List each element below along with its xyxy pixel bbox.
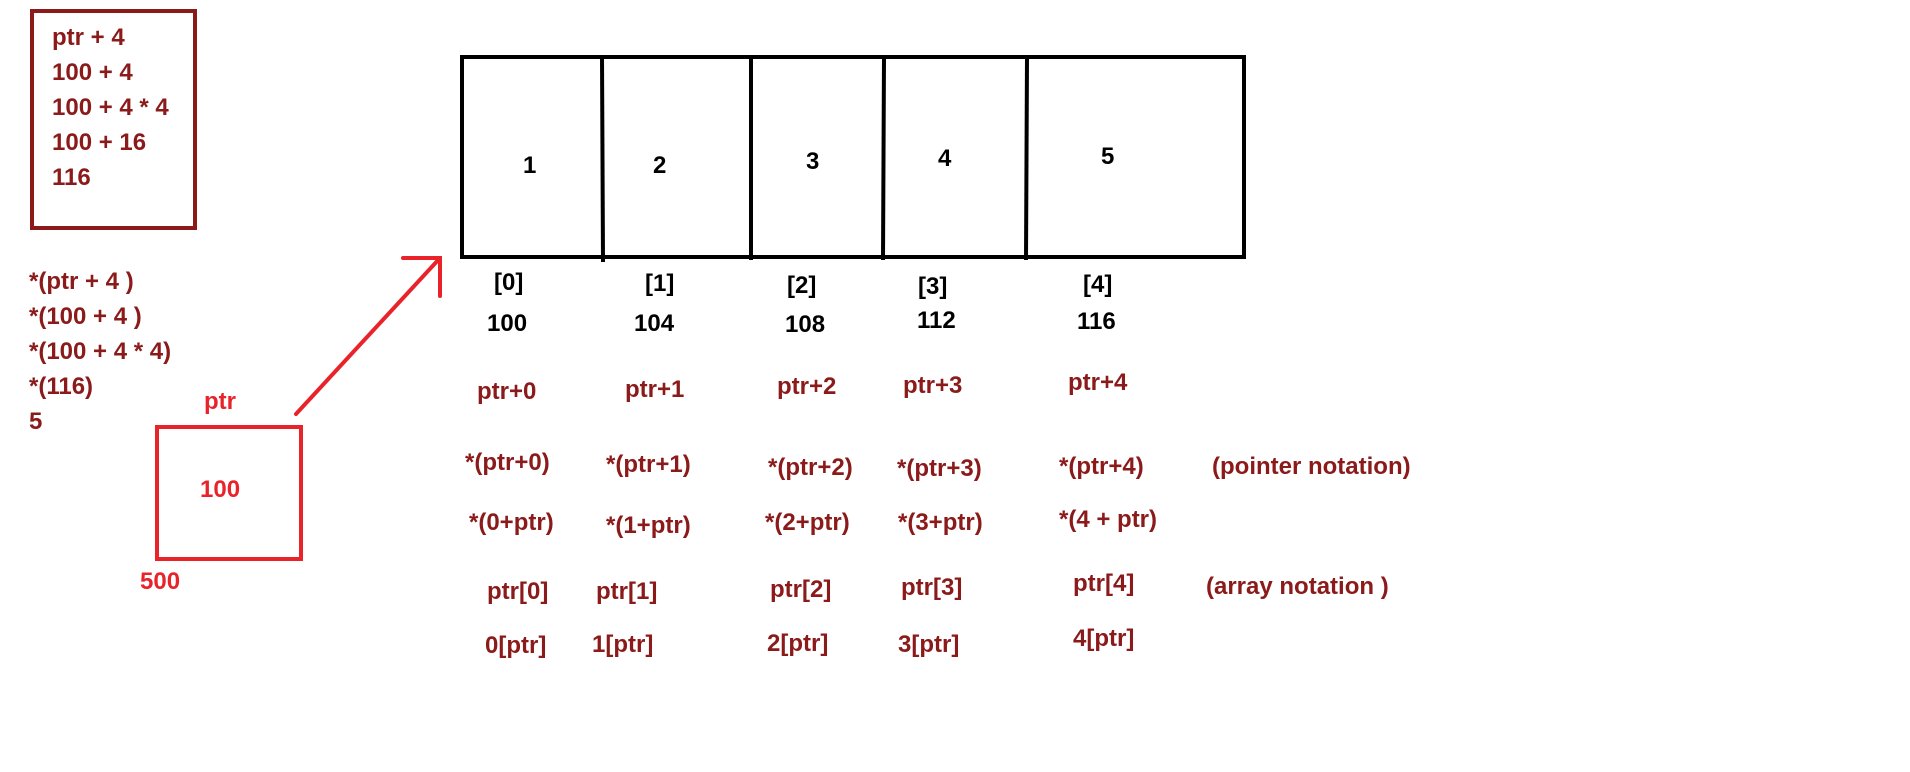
cell-divider <box>881 56 886 261</box>
cell-divider <box>1024 56 1029 261</box>
array-index: [4] <box>1083 271 1113 298</box>
array-index: [3] <box>918 273 948 300</box>
pointer-arrow-head <box>401 256 442 298</box>
array-index: [1] <box>645 270 675 297</box>
array-index: [2] <box>787 272 817 299</box>
pointer-value: 100 <box>200 476 241 503</box>
deref-line: *(100 + 4 * 4) <box>29 338 172 365</box>
array-address: 104 <box>634 310 675 337</box>
array-index: [0] <box>494 269 524 296</box>
cell-divider <box>600 56 605 263</box>
deref-line: *(100 + 4 ) <box>29 303 142 330</box>
array-notation-expr: ptr[3] <box>901 574 963 601</box>
offset-expr: ptr+3 <box>903 372 963 399</box>
pointer-notation-label: (pointer notation) <box>1212 453 1411 480</box>
commutative-notation-expr: *(4 + ptr) <box>1059 506 1158 533</box>
array-value: 4 <box>938 145 952 172</box>
commutative-notation-expr: *(3+ptr) <box>898 509 983 536</box>
reverse-array-notation-expr: 1[ptr] <box>592 631 654 658</box>
array-value: 1 <box>523 152 537 179</box>
array-address: 112 <box>917 307 956 334</box>
commutative-notation-expr: *(0+ptr) <box>469 509 554 536</box>
reverse-array-notation-expr: 3[ptr] <box>898 631 960 658</box>
array-notation-label: (array notation ) <box>1206 573 1389 600</box>
pointer-box <box>155 425 303 561</box>
array-notation-expr: ptr[0] <box>487 578 549 605</box>
dereference-lines: *(ptr + 4 ) *(100 + 4 ) *(100 + 4 * 4) *… <box>29 264 171 439</box>
pointer-notation-expr: *(ptr+3) <box>897 455 982 482</box>
offset-expr: ptr+4 <box>1068 369 1128 396</box>
calc-line: 100 + 16 <box>52 129 147 156</box>
array-address: 116 <box>1077 308 1116 335</box>
calculation-lines: ptr + 4 100 + 4 100 + 4 * 4 100 + 16 116 <box>52 20 169 195</box>
pointer-notation-expr: *(ptr+0) <box>465 449 550 476</box>
offset-expr: ptr+1 <box>625 376 685 403</box>
reverse-array-notation-expr: 0[ptr] <box>485 632 547 659</box>
calc-line: 100 + 4 * 4 <box>52 94 169 121</box>
pointer-address: 500 <box>140 568 181 595</box>
calc-line: 116 <box>52 164 91 191</box>
pointer-notation-expr: *(ptr+4) <box>1059 453 1144 480</box>
array-address: 108 <box>785 311 826 338</box>
array-notation-expr: ptr[4] <box>1073 570 1135 597</box>
reverse-array-notation-expr: 2[ptr] <box>767 630 829 657</box>
calc-line: 100 + 4 <box>52 59 133 86</box>
array-outline <box>460 55 1246 259</box>
pointer-notation-expr: *(ptr+1) <box>606 451 691 478</box>
pointer-arrow-shaft <box>294 256 442 416</box>
calc-line: ptr + 4 <box>52 24 125 51</box>
array-value: 5 <box>1101 143 1115 170</box>
pointer-name: ptr <box>204 388 236 415</box>
deref-line: *(116) <box>29 373 94 400</box>
array-value: 2 <box>653 152 667 179</box>
reverse-array-notation-expr: 4[ptr] <box>1073 625 1135 652</box>
array-notation-expr: ptr[2] <box>770 576 832 603</box>
deref-line: 5 <box>29 408 43 435</box>
pointer-notation-expr: *(ptr+2) <box>768 454 853 481</box>
deref-line: *(ptr + 4 ) <box>29 268 134 295</box>
offset-expr: ptr+0 <box>477 378 537 405</box>
array-notation-expr: ptr[1] <box>596 578 658 605</box>
commutative-notation-expr: *(2+ptr) <box>765 509 850 536</box>
offset-expr: ptr+2 <box>777 373 837 400</box>
calculation-box <box>30 9 197 230</box>
array-address: 100 <box>487 310 528 337</box>
array-value: 3 <box>806 148 820 175</box>
commutative-notation-expr: *(1+ptr) <box>606 512 691 539</box>
